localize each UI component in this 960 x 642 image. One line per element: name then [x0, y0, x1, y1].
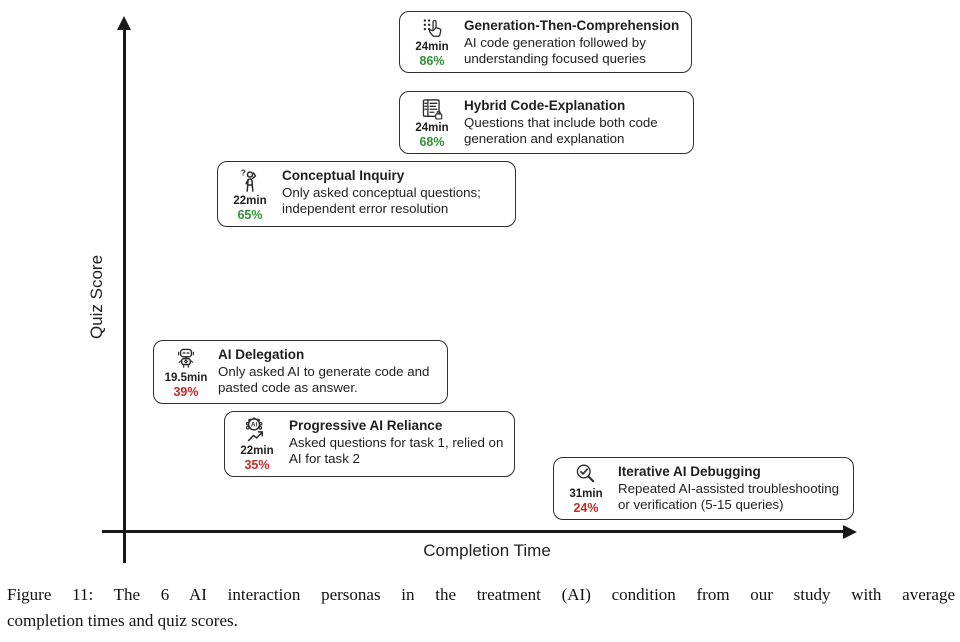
- svg-text:?: ?: [241, 167, 246, 177]
- quiz-score-value: 68%: [419, 135, 445, 149]
- persona-box-hybrid-code-explanation: 24min 68% Hybrid Code-Explanation Questi…: [399, 91, 694, 154]
- persona-title: Generation-Then-Comprehension: [464, 18, 680, 33]
- persona-stat: 24min 86%: [407, 17, 457, 69]
- persona-box-generation-then-comprehension: 24min 86% Generation-Then-Comprehension …: [399, 11, 692, 73]
- x-axis-label: Completion Time: [423, 541, 551, 560]
- avg-time: 31min: [569, 487, 603, 500]
- avg-time: 24min: [415, 121, 449, 134]
- x-axis-arrow-icon: [843, 524, 857, 539]
- quiz-score-value: 35%: [244, 458, 270, 472]
- persona-text: AI Delegation Only asked AI to generate …: [218, 346, 438, 400]
- magnifier-check-icon: [576, 464, 595, 483]
- persona-text: Iterative AI Debugging Repeated AI-assis…: [618, 463, 844, 516]
- persona-stat: ? 22min 65%: [225, 167, 275, 223]
- persona-stat: 24min 68%: [407, 97, 457, 150]
- y-axis-line: [123, 28, 126, 563]
- avg-time: 22min: [233, 194, 267, 207]
- avg-time: 22min: [240, 444, 274, 457]
- persona-title: Hybrid Code-Explanation: [464, 98, 626, 113]
- persona-description: Questions that include both code generat…: [464, 114, 658, 147]
- document-lock-icon: [422, 99, 443, 120]
- persona-title: Progressive AI Reliance: [289, 418, 443, 433]
- persona-description: Asked questions for task 1, relied on AI…: [289, 434, 504, 467]
- persona-stat: AI 22min 35%: [232, 417, 282, 473]
- quiz-score-value: 39%: [173, 385, 199, 399]
- persona-title: Iterative AI Debugging: [618, 464, 761, 479]
- quiz-score-value: 24%: [573, 501, 599, 515]
- y-axis-arrow-icon: [117, 16, 131, 30]
- persona-description: Repeated AI-assisted troubleshooting or …: [618, 480, 840, 513]
- confused-person-icon: ?: [241, 167, 257, 192]
- ai-badge-trend-icon: AI: [245, 417, 264, 442]
- y-axis-label: Quiz Score: [87, 254, 106, 340]
- persona-description: AI code generation followed by understan…: [464, 34, 646, 67]
- x-axis-line: [102, 530, 844, 533]
- persona-text: Progressive AI Reliance Asked questions …: [289, 417, 505, 473]
- persona-text: Generation-Then-Comprehension AI code ge…: [464, 17, 682, 69]
- persona-stat: 31min 24%: [561, 463, 611, 516]
- quiz-score-value: 65%: [237, 208, 263, 222]
- persona-title: Conceptual Inquiry: [282, 168, 405, 183]
- persona-box-conceptual-inquiry: ? 22min 65% Conceptual Inquiry Only aske…: [217, 161, 516, 227]
- persona-text: Conceptual Inquiry Only asked conceptual…: [282, 167, 506, 223]
- robot-icon: [178, 348, 194, 368]
- persona-title: AI Delegation: [218, 347, 305, 362]
- persona-description: Only asked conceptual questions; indepen…: [282, 184, 481, 217]
- caption-line-2: completion times and quiz scores.: [7, 610, 238, 630]
- persona-text: Hybrid Code-Explanation Questions that i…: [464, 97, 684, 150]
- persona-stat: 19.5min 39%: [161, 346, 211, 400]
- persona-description: Only asked AI to generate code and paste…: [218, 363, 430, 396]
- persona-box-iterative-ai-debugging: 31min 24% Iterative AI Debugging Repeate…: [553, 457, 854, 520]
- svg-text:AI: AI: [251, 422, 258, 429]
- figure-caption: Figure 11: The 6 AI interaction personas…: [7, 582, 955, 633]
- quiz-score-value: 86%: [419, 54, 445, 68]
- persona-box-ai-delegation: 19.5min 39% AI Delegation Only asked AI …: [153, 340, 448, 404]
- tap-selection-icon: [423, 19, 442, 37]
- avg-time: 24min: [415, 40, 449, 53]
- caption-line-1: Figure 11: The 6 AI interaction personas…: [7, 585, 955, 604]
- persona-box-progressive-ai-reliance: AI 22min 35% Progressive AI Reliance Ask…: [224, 411, 515, 477]
- avg-time: 19.5min: [164, 371, 208, 384]
